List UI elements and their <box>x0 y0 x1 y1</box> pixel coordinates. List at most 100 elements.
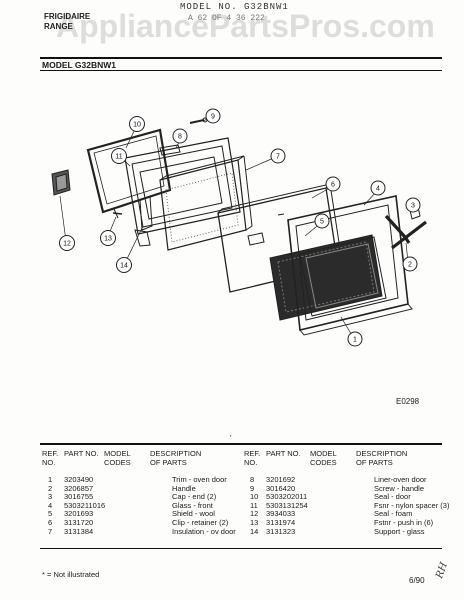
svg-text:10: 10 <box>133 122 141 129</box>
part-cell: 5303131254 <box>266 500 308 510</box>
revision-date: 6/90 <box>409 576 425 585</box>
svg-text:1: 1 <box>353 337 357 344</box>
ref-cell: 13 <box>250 517 259 527</box>
handwritten-initials: RH <box>434 560 451 581</box>
desc-cell: Liner-oven door <box>374 475 427 484</box>
table-row: 13 3131974 Fstnr - push in (6) <box>244 518 464 527</box>
part-cell: 3131974 <box>266 517 296 527</box>
part-cell: 3016755 <box>64 492 94 502</box>
table-row: 14 3131323 Support - glass <box>244 527 464 536</box>
desc-cell: Fsnr - nylon spacer (3) <box>374 500 450 510</box>
svg-text:9: 9 <box>211 114 215 121</box>
header-model-codes: MODEL CODES <box>104 449 131 467</box>
callout-5: 5 <box>314 213 330 229</box>
svg-text:4: 4 <box>376 186 380 193</box>
foam-seal-part <box>51 169 71 196</box>
header-ref-no: REF. NO. <box>244 449 261 467</box>
header-ref-no: REF. NO. <box>42 449 59 467</box>
ref-cell: 4 <box>48 500 53 510</box>
push-in-fastener-part <box>112 208 123 219</box>
callout-12: 12 <box>59 235 75 251</box>
table-row: 8 3201692 Liner-oven door <box>244 475 464 484</box>
desc-cell: Fstnr - push in (6) <box>374 517 434 527</box>
part-cell: 5303211016 <box>64 500 106 510</box>
insulation-part <box>159 155 253 251</box>
svg-text:5: 5 <box>320 219 324 226</box>
callout-7: 7 <box>270 148 286 164</box>
ref-cell: 6 <box>48 517 53 527</box>
header-model-codes: MODEL CODES <box>310 449 337 467</box>
header-part-no: PART NO. <box>266 449 301 458</box>
svg-text:11: 11 <box>115 154 122 161</box>
table-header-right: REF. NO. PART NO. MODEL CODES DESCRIPTIO… <box>244 449 464 467</box>
desc-cell: Cap - end (2) <box>172 492 217 502</box>
figure-code: E0298 <box>396 397 420 406</box>
ref-cell: 8 <box>250 475 255 484</box>
model-rule <box>40 70 442 71</box>
handle-part <box>384 214 427 250</box>
ref-cell: 7 <box>48 526 53 536</box>
desc-cell: Shield - wool <box>172 509 215 519</box>
table-bottom-rule <box>40 548 442 549</box>
callout-1: 1 <box>347 331 363 347</box>
glass-support-part <box>139 195 153 231</box>
not-illustrated-note: * = Not illustrated <box>42 570 100 579</box>
part-cell: 3206857 <box>64 483 94 493</box>
parts-table-right: REF. NO. PART NO. MODEL CODES DESCRIPTIO… <box>244 449 464 535</box>
desc-cell: Support - glass <box>374 526 425 536</box>
door-liner-part <box>124 137 241 247</box>
table-row: 2 3206857 Handle <box>42 484 262 493</box>
callout-9: 9 <box>205 108 221 124</box>
ref-cell: 9 <box>250 483 255 493</box>
exploded-parts-diagram: 1 2 3 4 5 6 7 8 9 10 11 12 13 14 <box>51 108 427 347</box>
part-cell: 3934033 <box>266 509 296 519</box>
ref-cell: 2 <box>48 483 53 493</box>
part-cell: 3201692 <box>266 475 296 484</box>
table-row: 1 3203490 Trim - oven door <box>42 475 262 484</box>
svg-text:6: 6 <box>331 182 335 189</box>
ref-cell: 12 <box>250 509 259 519</box>
table-header-left: REF. NO. PART NO. MODEL CODES DESCRIPTIO… <box>42 449 262 467</box>
scan-mark: ' <box>230 434 232 443</box>
product-type: RANGE <box>44 22 73 31</box>
desc-cell: Screw - handle <box>374 483 425 493</box>
front-glass-part <box>299 236 387 317</box>
header-part-no: PART NO. <box>64 449 99 458</box>
svg-text:3: 3 <box>411 203 415 210</box>
desc-cell: Trim - oven door <box>172 475 227 484</box>
header-description: DESCRIPTION OF PARTS <box>356 449 408 467</box>
desc-cell: Handle <box>172 483 196 493</box>
part-cell: 3203490 <box>64 475 94 484</box>
parts-table-left: REF. NO. PART NO. MODEL CODES DESCRIPTIO… <box>42 449 262 535</box>
callout-4: 4 <box>370 180 386 196</box>
desc-cell: Insulation - ov door <box>172 526 236 536</box>
callout-3: 3 <box>405 197 421 213</box>
desc-cell: Glass - front <box>172 500 213 510</box>
part-cell: 3201693 <box>64 509 94 519</box>
table-row: 11 5303131254 Fsnr - nylon spacer (3) <box>244 501 464 510</box>
brand-block: FRIGIDAIRE RANGE <box>44 12 90 32</box>
table-row: 4 5303211016 Glass - front <box>42 501 262 510</box>
ref-cell: 3 <box>48 492 53 502</box>
svg-text:14: 14 <box>120 263 128 270</box>
ref-cell: 1 <box>48 475 53 484</box>
callout-6: 6 <box>325 176 341 192</box>
svg-text:7: 7 <box>276 154 280 161</box>
desc-cell: Seal - foam <box>374 509 413 519</box>
header-rule <box>40 57 442 59</box>
part-cell: 5303202011 <box>266 492 308 502</box>
ref-cell: 11 <box>250 500 258 510</box>
ref-cell: 14 <box>250 526 259 536</box>
watermark: AppliancePartsPros.com <box>56 8 435 44</box>
part-cell: 3131323 <box>266 526 296 536</box>
svg-text:8: 8 <box>178 134 182 141</box>
callout-14: 14 <box>116 257 132 273</box>
callout-10: 10 <box>129 116 145 132</box>
header-subline: A 62 OF 4 36 222 <box>188 14 265 23</box>
